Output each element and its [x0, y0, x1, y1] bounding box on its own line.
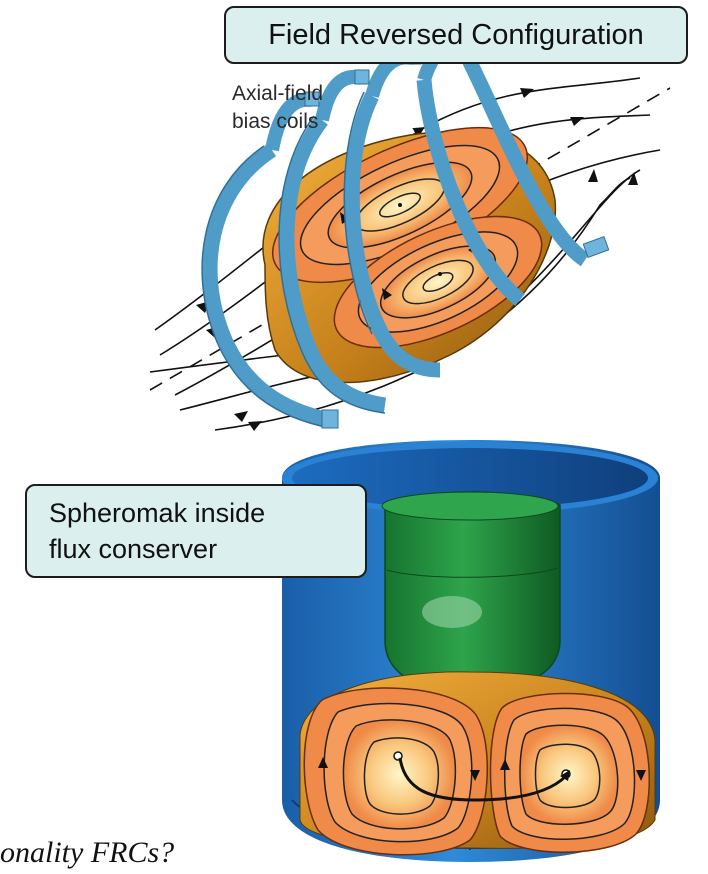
spheromak-title-label: Spheromak inside flux conserver [25, 484, 367, 578]
spheromak-title-line2: flux conserver [49, 531, 365, 567]
spheromak-plasma [300, 672, 655, 855]
green-electrode [382, 492, 560, 692]
frc-title-label: Field Reversed Configuration [224, 6, 688, 64]
coil-label-line2: bias coils [232, 108, 323, 136]
frc-title-text: Field Reversed Configuration [268, 19, 644, 51]
coil-label: Axial-field bias coils [232, 80, 323, 136]
coil-label-line1: Axial-field [232, 80, 323, 108]
spheromak-title-line1: Spheromak inside [49, 495, 365, 531]
footer-partial-text: onality FRCs? [0, 836, 174, 870]
